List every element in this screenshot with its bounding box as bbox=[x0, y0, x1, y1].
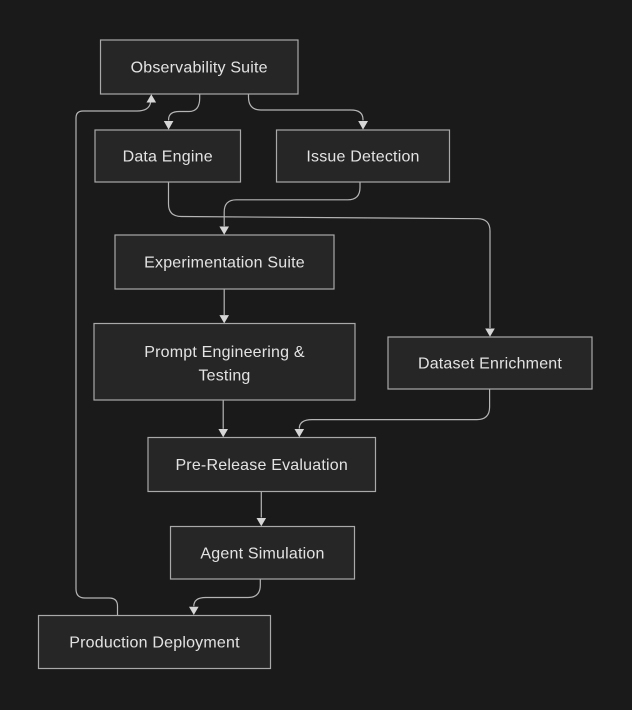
svg-text:Production Deployment: Production Deployment bbox=[69, 635, 240, 652]
svg-text:Prompt Engineering &: Prompt Engineering & bbox=[144, 344, 305, 361]
svg-text:Experimentation Suite: Experimentation Suite bbox=[144, 255, 305, 272]
svg-text:Data Engine: Data Engine bbox=[123, 149, 213, 166]
svg-text:Pre-Release Evaluation: Pre-Release Evaluation bbox=[175, 457, 348, 474]
svg-text:Observability Suite: Observability Suite bbox=[131, 60, 268, 77]
svg-text:Issue Detection: Issue Detection bbox=[306, 149, 419, 166]
svg-text:Testing: Testing bbox=[198, 368, 250, 385]
svg-text:Agent Simulation: Agent Simulation bbox=[200, 545, 324, 562]
svg-text:Dataset Enrichment: Dataset Enrichment bbox=[418, 356, 562, 373]
